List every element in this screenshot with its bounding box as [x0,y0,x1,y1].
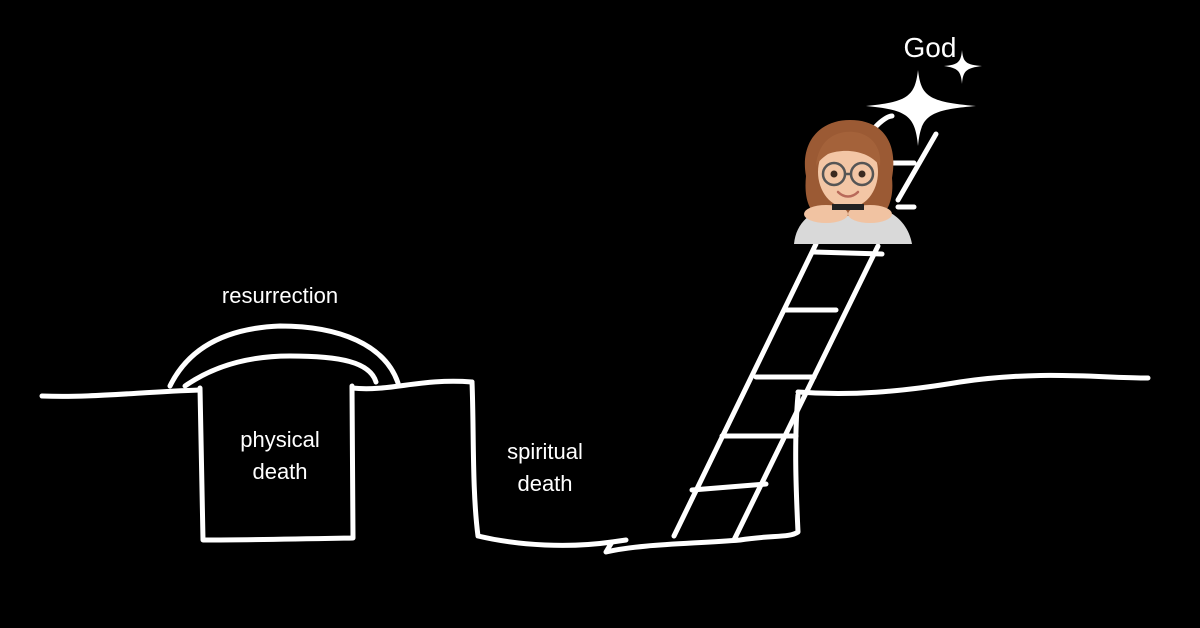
pit-notch [609,537,629,545]
physical-death-label-line2: death [252,459,308,484]
ground-line-right [795,372,1151,397]
pit-outline [469,379,801,555]
memoji-woman-with-glasses-icon [794,120,912,244]
grave-outline [197,383,356,543]
resurrection-arch-outer [167,323,401,389]
ladder-rung [689,481,769,493]
physical-death-label: physical death [205,424,355,488]
resurrection-arch-inner [182,353,379,389]
physical-death-label-line1: physical [240,427,320,452]
resurrection-label: resurrection [221,283,339,308]
sparkle-icon [866,50,982,146]
ladder-rail-upper [895,131,939,203]
spiritual-death-label: spiritual death [470,436,620,500]
spiritual-death-label-line2: death [517,471,573,496]
spiritual-death-label-line1: spiritual [507,439,583,464]
ladder-rail-right [731,243,881,543]
god-label: God [903,32,957,63]
ground-line-left [39,387,203,399]
ground-line-middle [349,378,475,392]
ladder-rung [811,249,885,257]
